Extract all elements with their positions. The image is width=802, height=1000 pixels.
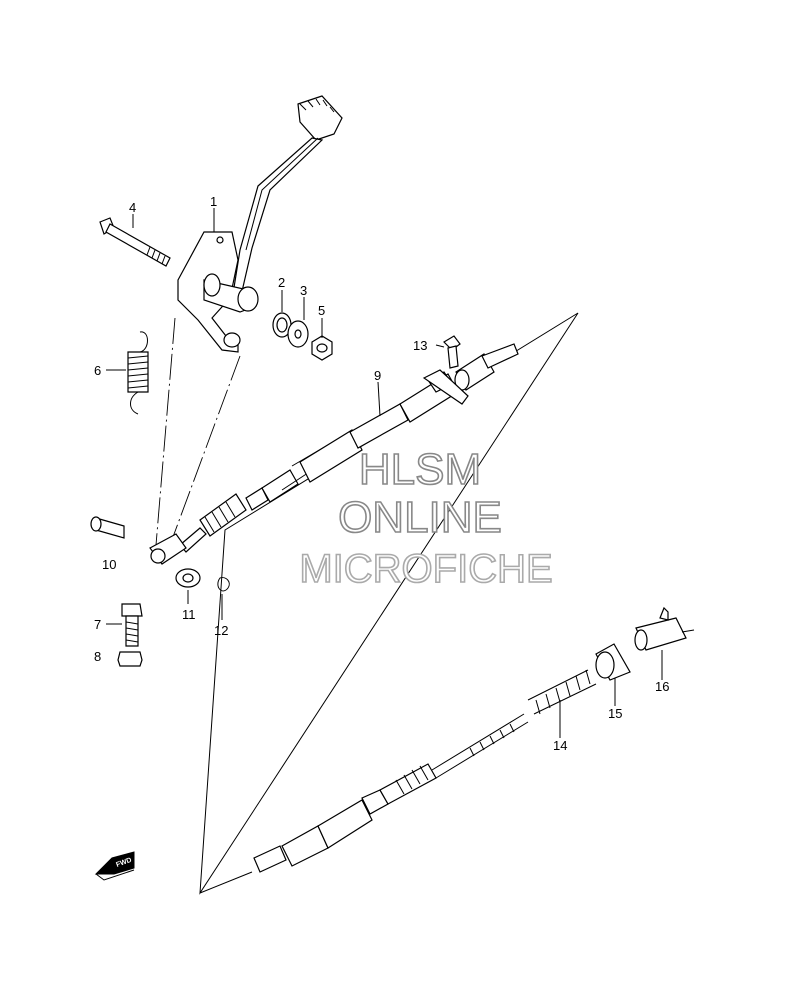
nut-5 — [311, 335, 333, 361]
forward-arrow-icon: FWD — [94, 851, 135, 881]
washer-3 — [287, 320, 309, 348]
callout-labels: 1 2 3 4 5 6 7 8 9 10 11 12 13 14 15 16 — [94, 194, 669, 753]
callout-15: 15 — [608, 706, 622, 721]
callout-7: 7 — [94, 617, 101, 632]
clevis — [149, 533, 187, 565]
callout-12: 12 — [214, 623, 228, 638]
callout-6: 6 — [94, 363, 101, 378]
callout-13: 13 — [413, 338, 427, 353]
callout-9: 9 — [374, 368, 381, 383]
callout-4: 4 — [129, 200, 136, 215]
callout-1: 1 — [210, 194, 217, 209]
spring-6 — [127, 331, 149, 415]
clip-12 — [217, 577, 230, 592]
lever-16 — [634, 606, 695, 651]
callout-5: 5 — [318, 303, 325, 318]
callout-8: 8 — [94, 649, 101, 664]
bolt-4 — [99, 217, 171, 267]
callout-2: 2 — [278, 275, 285, 290]
watermark: HLSM ONLINE MICROFICHE — [299, 444, 554, 592]
rear-cable-14 — [253, 669, 597, 873]
callout-14: 14 — [553, 738, 567, 753]
pin-10 — [90, 516, 125, 539]
callout-leaders — [106, 208, 663, 738]
callout-3: 3 — [300, 283, 307, 298]
nut-8 — [117, 651, 143, 667]
callout-16: 16 — [655, 679, 669, 694]
joint-15 — [595, 643, 631, 681]
bolt-13 — [443, 335, 461, 369]
bolt-7 — [121, 603, 143, 647]
callout-10: 10 — [102, 557, 116, 572]
watermark-line-2: ONLINE — [338, 493, 502, 542]
washer-11 — [175, 568, 201, 588]
watermark-line-3: MICROFICHE — [299, 547, 552, 591]
watermark-line-1: HLSM — [359, 445, 481, 494]
washer-2 — [272, 312, 292, 338]
callout-11: 11 — [182, 607, 196, 622]
brake-pedal — [177, 95, 343, 353]
